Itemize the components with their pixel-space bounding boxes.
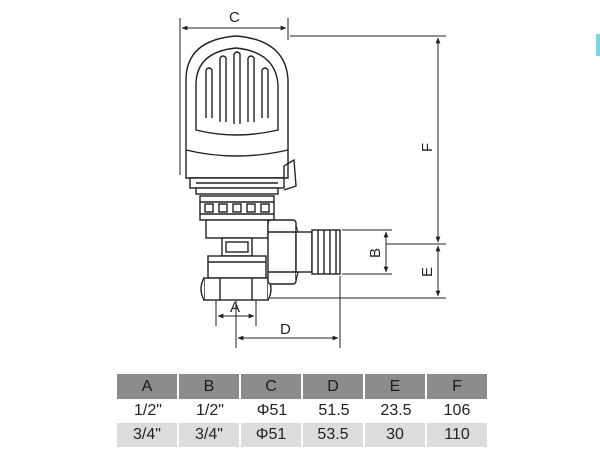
table-cell: 110: [427, 423, 487, 447]
edge-accent: [596, 34, 600, 56]
table-header-cell: B: [179, 374, 241, 399]
table-cell: 3/4": [179, 423, 241, 447]
table-row: 3/4" 3/4" Φ51 53.5 30 110: [117, 423, 487, 447]
table-cell: 106: [427, 399, 487, 423]
dim-label-a: A: [230, 299, 240, 316]
table-header-cell: D: [303, 374, 365, 399]
valve-body: [199, 195, 341, 301]
table-cell: 53.5: [303, 423, 365, 447]
dim-label-e: E: [419, 267, 436, 277]
table-header-cell: C: [241, 374, 303, 399]
dimensions-table: A B C D E F 1/2" 1/2" Φ51 51.5 23.5 106 …: [117, 374, 487, 447]
table-cell: 51.5: [303, 399, 365, 423]
table-header-cell: A: [117, 374, 179, 399]
table-cell: 3/4": [117, 423, 179, 447]
table-header-row: A B C D E F: [117, 374, 487, 399]
table-header-cell: E: [365, 374, 427, 399]
table-cell: Φ51: [241, 423, 303, 447]
dimension-lines: [179, 18, 446, 348]
dim-label-d: D: [280, 321, 291, 338]
dim-label-b: B: [367, 248, 384, 258]
table-cell: 1/2": [117, 399, 179, 423]
dim-label-f: F: [419, 143, 436, 152]
table-cell: 23.5: [365, 399, 427, 423]
table-row: 1/2" 1/2" Φ51 51.5 23.5 106: [117, 399, 487, 423]
table-cell: 1/2": [179, 399, 241, 423]
dim-label-c: C: [229, 9, 240, 26]
table-cell: 30: [365, 423, 427, 447]
table-cell: Φ51: [241, 399, 303, 423]
valve-head: [185, 35, 297, 195]
table-header-cell: F: [427, 374, 487, 399]
valve-technical-drawing: C F B E A D: [179, 9, 446, 348]
